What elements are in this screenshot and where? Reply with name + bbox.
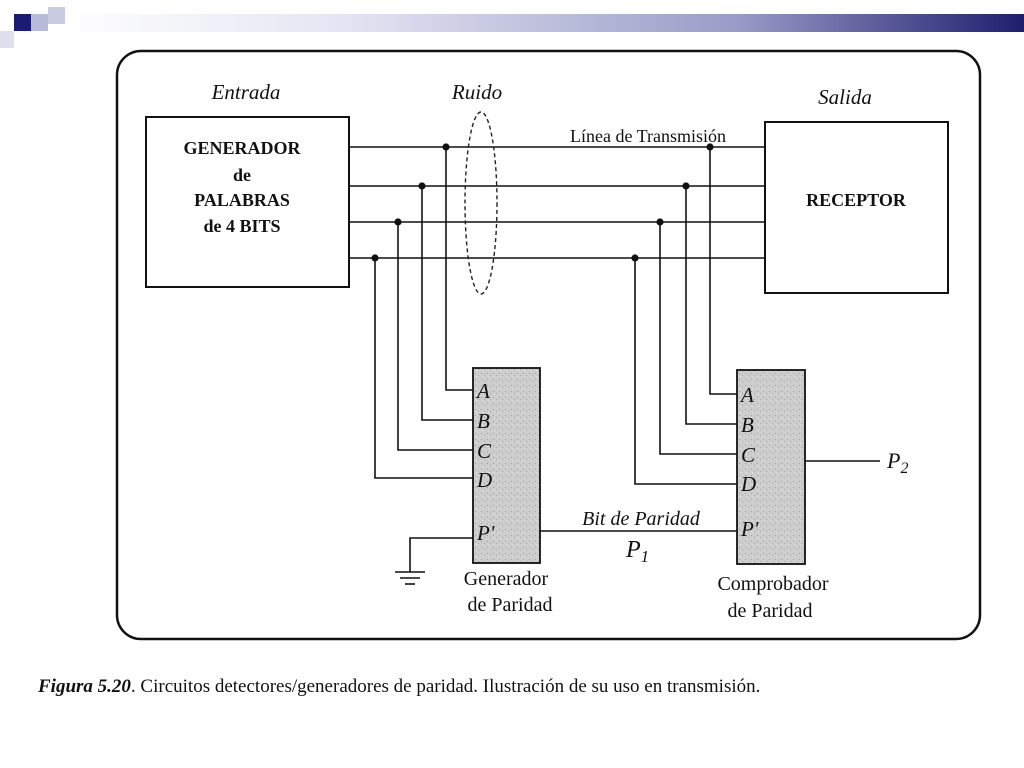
gen-input-a: A — [475, 379, 490, 403]
generator-box-line: GENERADOR — [183, 138, 301, 158]
generator-wires — [374, 147, 473, 479]
chk-input-c: C — [741, 443, 756, 467]
chk-input-d: D — [740, 472, 756, 496]
salida-label: Salida — [818, 85, 872, 109]
parity-bit-label: Bit de Paridad — [582, 508, 701, 530]
caption-text: . Circuitos detectores/generadores de pa… — [130, 676, 761, 697]
decor-square — [14, 14, 31, 31]
p1-main: P — [625, 537, 641, 563]
checker-label: de Paridad — [728, 600, 813, 622]
generator-box-line: de 4 BITS — [203, 216, 280, 236]
junction-dots — [371, 143, 714, 262]
title-bar-gradient — [60, 14, 1024, 32]
outer-frame — [115, 49, 982, 641]
p2-sub: 2 — [900, 460, 908, 477]
word-generator-box — [145, 116, 350, 288]
generator-box-line: de — [233, 165, 251, 185]
generator-box-line: PALABRAS — [194, 190, 290, 210]
chk-input-p-prime: P' — [740, 517, 759, 541]
parity-checker-chip — [736, 369, 806, 565]
p1-sub: 1 — [641, 547, 650, 566]
generator-label: de Paridad — [468, 594, 553, 616]
checker-label: Comprobador — [717, 573, 828, 595]
receptor-label: RECEPTOR — [806, 190, 907, 210]
noise-ellipse — [464, 111, 498, 295]
decor-square — [0, 31, 14, 48]
p2-label: P2 — [886, 448, 908, 477]
parity-generator-chip — [472, 367, 541, 564]
entrada-label: Entrada — [211, 80, 281, 104]
chk-input-b: B — [741, 413, 754, 437]
transmission-lines — [349, 146, 765, 259]
gen-input-d: D — [476, 468, 492, 492]
figure-caption: Figura 5.20. Circuitos detectores/genera… — [38, 676, 998, 698]
checker-wires — [634, 147, 737, 485]
gen-input-b: B — [477, 409, 490, 433]
receptor-box — [764, 121, 949, 294]
transmission-line-label: Línea de Transmisión — [570, 126, 726, 146]
p2-main: P — [886, 448, 900, 473]
decor-square — [31, 14, 48, 31]
generator-label: Generador — [464, 568, 549, 590]
gen-output-p-prime: P' — [476, 521, 495, 545]
ground-symbol — [395, 537, 473, 585]
p1-label: P1 — [625, 537, 649, 566]
gen-input-c: C — [477, 439, 492, 463]
chk-input-a: A — [739, 383, 754, 407]
decor-square — [48, 7, 65, 24]
caption-label: Figura 5.20 — [38, 676, 131, 697]
ruido-label: Ruido — [451, 80, 502, 104]
